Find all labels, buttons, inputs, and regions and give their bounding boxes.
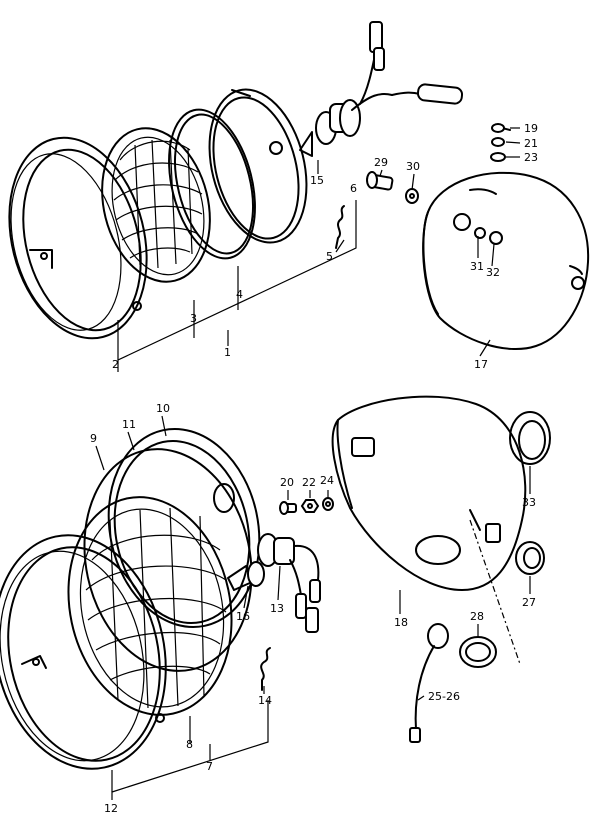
callout-27: 27 xyxy=(522,596,536,609)
upper-gasket-ring-part xyxy=(168,108,256,260)
callout-11: 11 xyxy=(122,418,136,431)
callout-18: 18 xyxy=(394,616,408,629)
screw-19-part xyxy=(491,123,511,133)
callout-3: 3 xyxy=(190,312,197,325)
callout-9: 9 xyxy=(90,432,97,445)
screw-20-part xyxy=(279,501,297,515)
callout-28: 28 xyxy=(470,610,484,623)
callout-12: 12 xyxy=(104,802,118,815)
lower-headlight-assembly xyxy=(0,395,551,770)
callout-31: 31 xyxy=(470,260,484,273)
callout-22: 22 xyxy=(302,476,316,489)
upper-wire-harness-part xyxy=(359,21,464,105)
ring-33-part xyxy=(509,411,551,465)
callout-5: 5 xyxy=(326,250,333,263)
callout-20: 20 xyxy=(280,476,294,489)
grommet-28-part xyxy=(459,636,497,668)
callout-2: 2 xyxy=(112,358,119,371)
upper-bulb-socket-part xyxy=(299,92,393,157)
callout-32: 32 xyxy=(486,266,500,279)
callout-23: 23 xyxy=(524,151,538,164)
callout-19: 19 xyxy=(524,122,538,135)
upper-reflector-part xyxy=(208,88,308,244)
plug-27-part xyxy=(515,541,545,575)
callout-7: 7 xyxy=(206,760,213,773)
callout-16: 16 xyxy=(236,610,250,623)
washer-23-part xyxy=(490,152,506,162)
callout-24: 24 xyxy=(320,474,334,487)
lower-bulb-part xyxy=(227,561,265,591)
lower-reflector-part xyxy=(107,427,261,629)
upper-lens-part xyxy=(101,127,211,283)
lower-spring-part xyxy=(260,647,271,691)
washer-30-part xyxy=(405,188,419,204)
lower-lens-part xyxy=(67,496,233,716)
upper-headlight-assembly xyxy=(8,21,590,350)
nut-22-part xyxy=(300,499,320,513)
callout-29: 29 xyxy=(374,156,388,169)
washer-24-part xyxy=(322,497,334,511)
upper-spring-part xyxy=(335,205,345,249)
callout-6: 6 xyxy=(350,182,357,195)
callout-8: 8 xyxy=(186,738,193,751)
lower-headlight-shell-part xyxy=(331,395,527,591)
callout-4: 4 xyxy=(236,288,243,301)
callout-14: 14 xyxy=(258,694,272,707)
upper-rim-part xyxy=(8,136,148,340)
callout-30: 30 xyxy=(406,160,420,173)
washer-21-part xyxy=(491,137,505,147)
callout-17: 17 xyxy=(474,358,488,371)
callout-1: 1 xyxy=(224,346,231,359)
lower-rim-part xyxy=(0,534,167,770)
callout-15: 15 xyxy=(310,174,324,187)
screw-29-part xyxy=(366,171,394,191)
callout-labels: 1 2 3 4 5 6 7 8 9 10 11 12 13 14 15 16 1… xyxy=(90,122,538,815)
pilot-lamp-25-26-part xyxy=(409,623,449,743)
callout-25-26: 25-26 xyxy=(428,690,460,703)
leader-lines xyxy=(95,127,531,800)
callout-10: 10 xyxy=(156,402,170,415)
upper-headlight-shell-part xyxy=(422,171,590,350)
lower-socket-harness-part xyxy=(257,533,321,633)
callout-13: 13 xyxy=(270,602,284,615)
callout-33: 33 xyxy=(522,496,536,509)
callout-21: 21 xyxy=(524,137,538,150)
